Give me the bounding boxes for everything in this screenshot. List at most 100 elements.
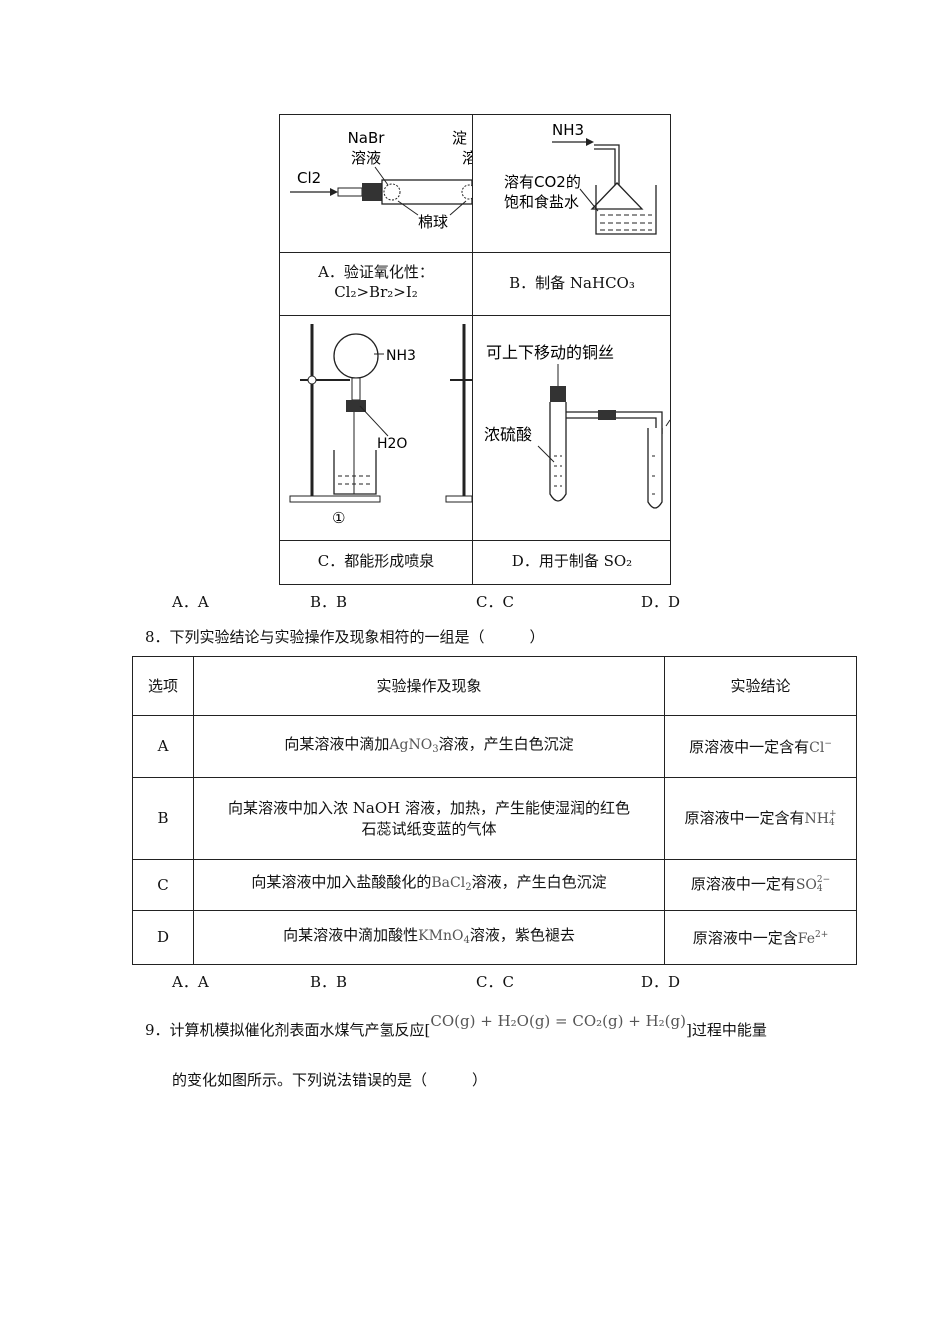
conc-text: 原溶液中一定含	[692, 929, 798, 947]
diagram-b-nh3-label: NH3	[552, 121, 584, 139]
op-text: 溶液，产生白色沉淀	[471, 873, 607, 891]
q8-option-a[interactable]: A．A	[172, 973, 209, 991]
ion-formula: Fe2+	[797, 930, 829, 947]
diagram-c: NH3 H2O ①	[289, 324, 472, 527]
table-row: C 向某溶液中加入盐酸酸化的BaCl2溶液，产生白色沉淀 原溶液中一定有SO2−…	[132, 859, 857, 911]
formula-text: KMnO	[418, 927, 464, 944]
op-line: 向某溶液中加入浓 NaOH 溶液，加热，产生能使湿润的红色	[228, 798, 630, 817]
q7-apparatus-grid	[279, 114, 671, 585]
caption-a-line1: A．验证氧化性：	[318, 263, 434, 281]
diagram-a-solution-label: 溶液	[351, 149, 381, 167]
q7-option-a[interactable]: A．A	[172, 593, 209, 611]
header-operation: 实验操作及现象	[193, 656, 665, 716]
formula-chem: BaCl2	[431, 875, 472, 893]
table-row: A 向某溶液中滴加AgNO3溶液，产生白色沉淀 原溶液中一定含有Cl−	[132, 715, 857, 778]
row-conclusion: 原溶液中一定含Fe2+	[664, 910, 857, 965]
row-option: A	[132, 715, 194, 778]
formula-text: AgNO	[389, 736, 433, 753]
conc-text: 原溶液中一定有	[690, 875, 796, 893]
conc-text: 原溶液中一定含有	[684, 808, 805, 827]
diagram-c-circle-label: ①	[332, 509, 345, 527]
row-operation: 向某溶液中加入盐酸酸化的BaCl2溶液，产生白色沉淀	[193, 859, 665, 911]
diagram-c-nh3-label: NH3	[386, 348, 416, 364]
conc-text: 原溶液中一定含有	[689, 738, 810, 756]
q8-option-c[interactable]: C．C	[476, 973, 514, 991]
ion-charge: 2−	[816, 875, 831, 885]
row-option: C	[132, 859, 194, 911]
grid-divider	[279, 540, 671, 541]
diagram-b-line2-label: 饱和食盐水	[504, 193, 579, 211]
table-header-row: 选项 实验操作及现象 实验结论	[132, 656, 857, 716]
grid-divider	[279, 252, 671, 253]
row-conclusion: 原溶液中一定含有NH+4	[664, 777, 857, 860]
op-line: 石蕊试纸变蓝的气体	[361, 819, 497, 838]
diagram-d-acid-label: 浓硫酸	[484, 425, 532, 444]
header-conclusion: 实验结论	[664, 656, 857, 716]
ion-script: +4	[828, 808, 837, 828]
row-conclusion: 原溶液中一定含有Cl−	[664, 715, 857, 778]
diagram-a-solution2-label: 溶	[462, 149, 472, 167]
ion-script: 2−4	[817, 876, 830, 894]
diagram-d-top-label: 可上下移动的铜丝	[486, 343, 614, 362]
ion-text: Cl	[809, 740, 825, 756]
diagram-a: NaBr 溶液 淀 溶 Cl2 棉球	[290, 129, 472, 231]
q9-text: ]过程中能量	[686, 1021, 767, 1039]
q7-option-b[interactable]: B．B	[310, 593, 348, 611]
row-conclusion: 原溶液中一定有SO2−4	[664, 859, 857, 911]
ion-charge: −	[824, 739, 832, 749]
table-row: B 向某溶液中加入浓 NaOH 溶液，加热，产生能使湿润的红色 石蕊试纸变蓝的气…	[132, 777, 857, 860]
q9-line1: 9．计算机模拟催化剂表面水煤气产氢反应[CO(g) + H₂O(g) = CO₂…	[145, 1012, 767, 1040]
row-option: D	[132, 910, 194, 965]
q9-text: 9．计算机模拟催化剂表面水煤气产氢反应[	[145, 1021, 431, 1039]
caption-c: C．都能形成喷泉	[317, 552, 435, 570]
caption-a: A．验证氧化性： Cl₂>Br₂>I₂	[280, 262, 472, 302]
caption-d: D．用于制备 SO₂	[511, 552, 633, 570]
op-text: 溶液，紫色褪去	[469, 925, 575, 944]
diagram-b: NH3 溶有CO2的 饱和食盐水	[504, 121, 657, 235]
diagram-a-cl2-label: Cl2	[297, 169, 321, 187]
q7-option-c[interactable]: C．C	[476, 593, 514, 611]
ion-text: NH	[804, 810, 829, 827]
formula-sub: 4	[463, 934, 470, 946]
diagram-d: 可上下移动的铜丝 浓硫酸	[484, 343, 670, 509]
q9-equation: CO(g) + H₂O(g) = CO₂(g) + H₂(g)	[430, 1012, 686, 1030]
header-option: 选项	[132, 656, 194, 716]
op-text: 向某溶液中滴加酸性	[283, 925, 419, 944]
formula-chem: AgNO3	[389, 736, 439, 755]
diagram-a-cotton-label: 棉球	[418, 213, 448, 231]
formula-sub: 2	[465, 882, 472, 893]
ion-sub: 4	[828, 817, 835, 828]
formula-sub: 3	[432, 743, 439, 755]
ion-formula: NH+4	[804, 808, 837, 828]
diagram-b-line1-label: 溶有CO2的	[504, 173, 581, 191]
caption-a-line2: Cl₂>Br₂>I₂	[334, 283, 418, 301]
grid-divider	[279, 315, 671, 316]
formula-text: BaCl	[431, 875, 466, 891]
ion-text: SO	[795, 877, 817, 893]
op-text: 向某溶液中加入盐酸酸化的	[251, 873, 432, 891]
ion-charge: +	[828, 808, 837, 819]
row-operation: 向某溶液中滴加AgNO3溶液，产生白色沉淀	[193, 715, 665, 778]
formula-chem: KMnO4	[418, 927, 470, 946]
row-operation: 向某溶液中加入浓 NaOH 溶液，加热，产生能使湿润的红色 石蕊试纸变蓝的气体	[193, 777, 665, 860]
ion-formula: Cl−	[809, 739, 832, 756]
q8-question: 8．下列实验结论与实验操作及现象相符的一组是（ ）	[145, 628, 545, 646]
diagram-a-nabr-label: NaBr	[348, 129, 386, 147]
row-option: B	[132, 777, 194, 860]
diagram-a-starch-label: 淀	[452, 129, 467, 147]
q8-table: 选项 实验操作及现象 实验结论 A 向某溶液中滴加AgNO3溶液，产生白色沉淀 …	[132, 656, 857, 965]
ion-sub: 4	[816, 884, 823, 894]
op-text: 向某溶液中滴加	[284, 734, 390, 753]
row-operation: 向某溶液中滴加酸性KMnO4溶液，紫色褪去	[193, 910, 665, 965]
ion-formula: SO2−4	[795, 876, 830, 894]
diagram-c-h2o-label: H2O	[377, 436, 407, 452]
caption-b: B．制备 NaHCO₃	[509, 274, 635, 292]
q7-option-d[interactable]: D．D	[641, 593, 681, 611]
ion-text: Fe	[797, 931, 815, 947]
q9-line2: 的变化如图所示。下列说法错误的是（ ）	[172, 1071, 488, 1089]
table-row: D 向某溶液中滴加酸性KMnO4溶液，紫色褪去 原溶液中一定含Fe2+	[132, 910, 857, 965]
op-text: 溶液，产生白色沉淀	[438, 734, 574, 753]
grid-divider	[472, 114, 473, 585]
q8-option-b[interactable]: B．B	[310, 973, 348, 991]
q8-option-d[interactable]: D．D	[641, 973, 681, 991]
